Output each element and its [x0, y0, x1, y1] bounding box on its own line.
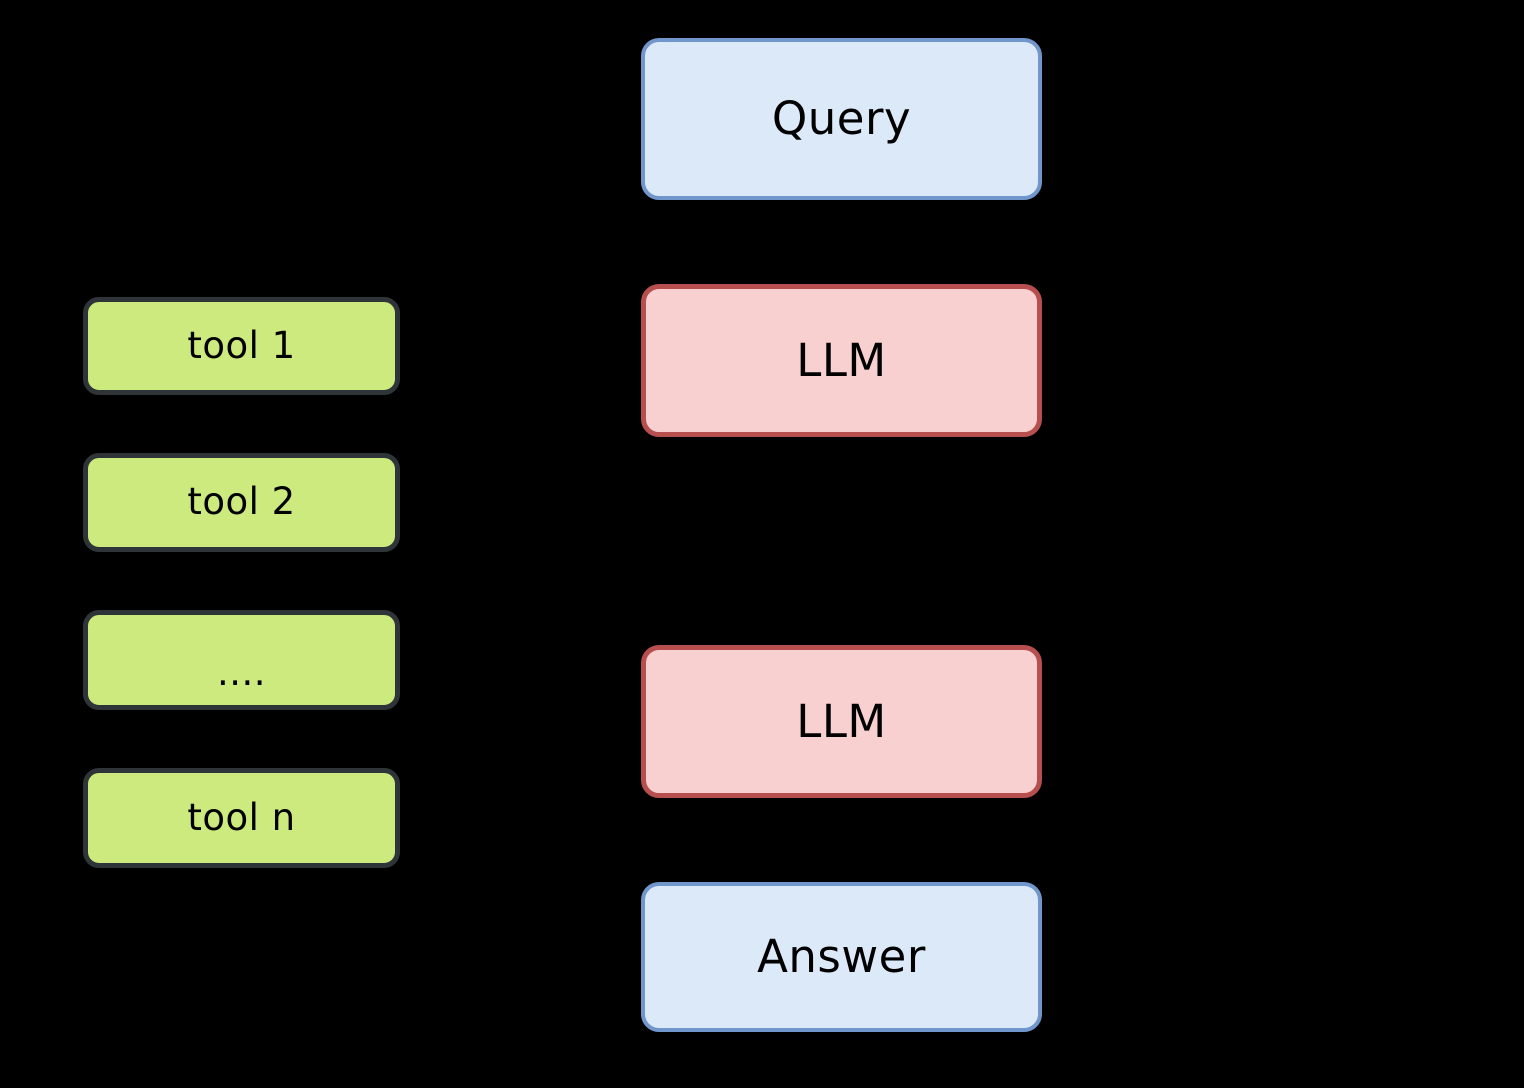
query-node[interactable]: Query: [641, 38, 1042, 200]
answer-node-label: Answer: [757, 930, 926, 984]
tool-node-ellipsis[interactable]: ....: [83, 610, 400, 710]
tool-node-n-label: tool n: [187, 795, 296, 839]
llm-node-1-label: LLM: [796, 333, 887, 387]
llm-node-1[interactable]: LLM: [641, 284, 1042, 437]
tool-node-1-label: tool 1: [187, 323, 296, 367]
llm-node-2[interactable]: LLM: [641, 645, 1042, 798]
tool-node-2-label: tool 2: [187, 480, 296, 524]
llm-node-2-label: LLM: [796, 694, 887, 748]
tool-node-ellipsis-label: ....: [216, 650, 267, 694]
query-node-label: Query: [771, 92, 912, 146]
tool-node-n[interactable]: tool n: [83, 768, 400, 868]
tool-node-1[interactable]: tool 1: [83, 297, 400, 395]
answer-node[interactable]: Answer: [641, 882, 1042, 1032]
tool-node-2[interactable]: tool 2: [83, 453, 400, 552]
